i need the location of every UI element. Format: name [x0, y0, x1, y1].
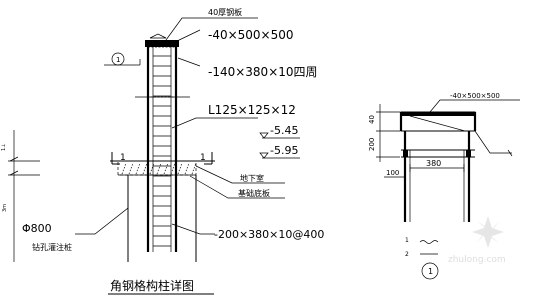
plate-thickness-note: 40厚钢板	[208, 7, 242, 17]
right-dim-height: 200	[368, 138, 376, 151]
watermark: zhulong.com	[448, 216, 506, 265]
lacing-bars	[153, 55, 171, 247]
top-steel-plate	[145, 40, 179, 47]
dim-upper: 1⊥	[1, 143, 7, 151]
right-note-1: 1	[405, 237, 409, 244]
right-batten-left	[403, 150, 408, 157]
right-batten-right	[466, 150, 471, 157]
slab-hatch-line	[128, 162, 134, 175]
leader-around-plate	[177, 57, 201, 67]
right-section-marker-circle	[421, 262, 439, 280]
right-plate-spec: -40×500×500	[450, 92, 500, 100]
right-top-plate	[401, 112, 475, 116]
weld-symbol	[149, 33, 167, 39]
foundation-label: 基础底板	[238, 188, 270, 198]
around-plate-spec: -140×380×10四周	[208, 65, 318, 79]
slab-hatch-line	[156, 162, 162, 175]
slab-hatch-line	[163, 162, 169, 175]
leader-top-plate	[174, 29, 201, 43]
slab-hatch	[121, 162, 197, 175]
right-dim-width: 380	[426, 159, 441, 168]
slab-hatch-line	[135, 162, 141, 175]
pile-label: 钻孔灌注桩	[32, 242, 72, 252]
angle-steel-spec: L125×125×12	[208, 103, 296, 117]
watermark-text: zhulong.com	[448, 255, 506, 265]
pile-diameter: Φ800	[22, 222, 52, 235]
right-dim-top: 40	[368, 115, 376, 124]
slab-hatch-line	[177, 162, 183, 175]
section-cut-right: 1	[200, 153, 206, 163]
slab-hatch-line	[184, 162, 190, 175]
top-plate-spec: -40×500×500	[208, 28, 294, 42]
slab-hatch-line	[170, 162, 176, 175]
top-cap	[147, 46, 177, 98]
slab-hatch-line	[142, 162, 148, 175]
drawing-title: 角钢格构柱详图	[110, 278, 194, 293]
dim-lower: 3m	[2, 204, 8, 212]
left-detail: 1 1 1	[1, 7, 324, 295]
batten-plate-spec: -200×380×10@400	[214, 228, 324, 241]
leader-angle-steel	[171, 117, 258, 129]
right-detail: -40×500×500 40 200 380 100 1 2 1	[368, 92, 520, 280]
elevation-upper: -5.45	[270, 124, 298, 137]
section-cut-left: 1	[120, 153, 126, 163]
slab-hatch-line	[149, 162, 155, 175]
section-marker-label: 1	[116, 56, 120, 64]
elevation-upper-marker	[259, 132, 300, 139]
right-note-2: 2	[405, 251, 409, 258]
slab-hatch-line	[121, 162, 127, 175]
basement-label: 地下室	[240, 173, 264, 183]
elevation-lower-marker	[259, 152, 300, 159]
elevation-lower: -5.95	[270, 144, 298, 157]
leader-plate-note	[165, 17, 258, 41]
right-section-marker: 1	[428, 267, 433, 276]
right-dim-left: 100	[386, 169, 399, 177]
slab-hatch-line	[191, 162, 197, 175]
watermark-logo-icon	[472, 216, 504, 248]
